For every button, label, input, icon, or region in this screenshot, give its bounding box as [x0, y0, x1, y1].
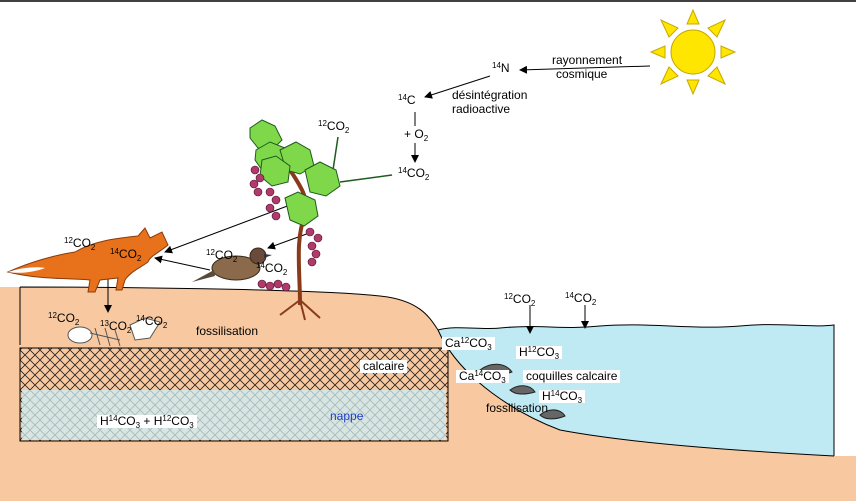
label-plus-o2: + O2: [404, 127, 429, 143]
label-cosmique: cosmique: [556, 67, 608, 81]
arrow-co2-to-leaf: [339, 174, 393, 183]
fox-illustration: [6, 227, 169, 293]
label-14co2-air: 14CO2: [398, 166, 430, 182]
ground-outline: [19, 286, 439, 345]
arrow-cosmic: [519, 65, 651, 74]
label-desintegration: désintégration: [452, 88, 528, 102]
label-12co2-air: 12CO2: [318, 119, 350, 135]
label-ground-13co2: 13CO2: [100, 319, 132, 335]
label-bird-12co2: 12CO2: [206, 248, 238, 264]
bird-illustration: [192, 247, 272, 282]
label-calcaire: calcaire: [360, 360, 408, 373]
label-coquilles: coquilles calcaire: [523, 370, 621, 383]
label-h14co3: H14CO3: [539, 390, 586, 405]
label-14n: 14N: [492, 61, 510, 75]
label-14c: 14C: [398, 93, 416, 107]
label-fox-14co2: 14CO2: [110, 247, 142, 263]
label-fossilisation-sea: fossilisation: [486, 401, 549, 415]
arrow-n-to-c: [424, 75, 491, 99]
label-ca12co3: Ca12CO3: [442, 337, 495, 352]
sun: [649, 8, 737, 96]
water-table: [22, 390, 446, 440]
arrow-plant-to-fox: [164, 204, 291, 254]
label-ground-14co2: 14CO2: [136, 314, 168, 330]
fossil-remains: [67, 317, 161, 347]
label-hco3-formula: H14CO3 + H12CO3: [97, 415, 197, 430]
grapevine: [249, 119, 341, 321]
label-ground-12co2: 12CO2: [48, 311, 80, 327]
label-bird-14co2: 14CO2: [256, 261, 288, 277]
label-sea-14co2: 14CO2: [565, 291, 597, 307]
arrow-bird-to-fox: [154, 255, 211, 271]
label-nappe: nappe: [330, 409, 364, 423]
sea-surface: [437, 324, 835, 456]
label-radioactive: radioactive: [452, 102, 511, 116]
label-fox-12co2: 12CO2: [64, 236, 96, 252]
label-ca14co3: Ca14CO3: [456, 370, 509, 385]
label-sea-12co2: 12CO2: [504, 292, 536, 308]
label-rayonnement: rayonnement: [552, 53, 623, 67]
arrow-plant-to-bird: [267, 231, 313, 250]
label-fossilisation-land: fossilisation: [196, 324, 259, 338]
label-h12co3: H12CO3: [516, 346, 563, 361]
arrow-12co2-to-leaf: [332, 136, 339, 171]
